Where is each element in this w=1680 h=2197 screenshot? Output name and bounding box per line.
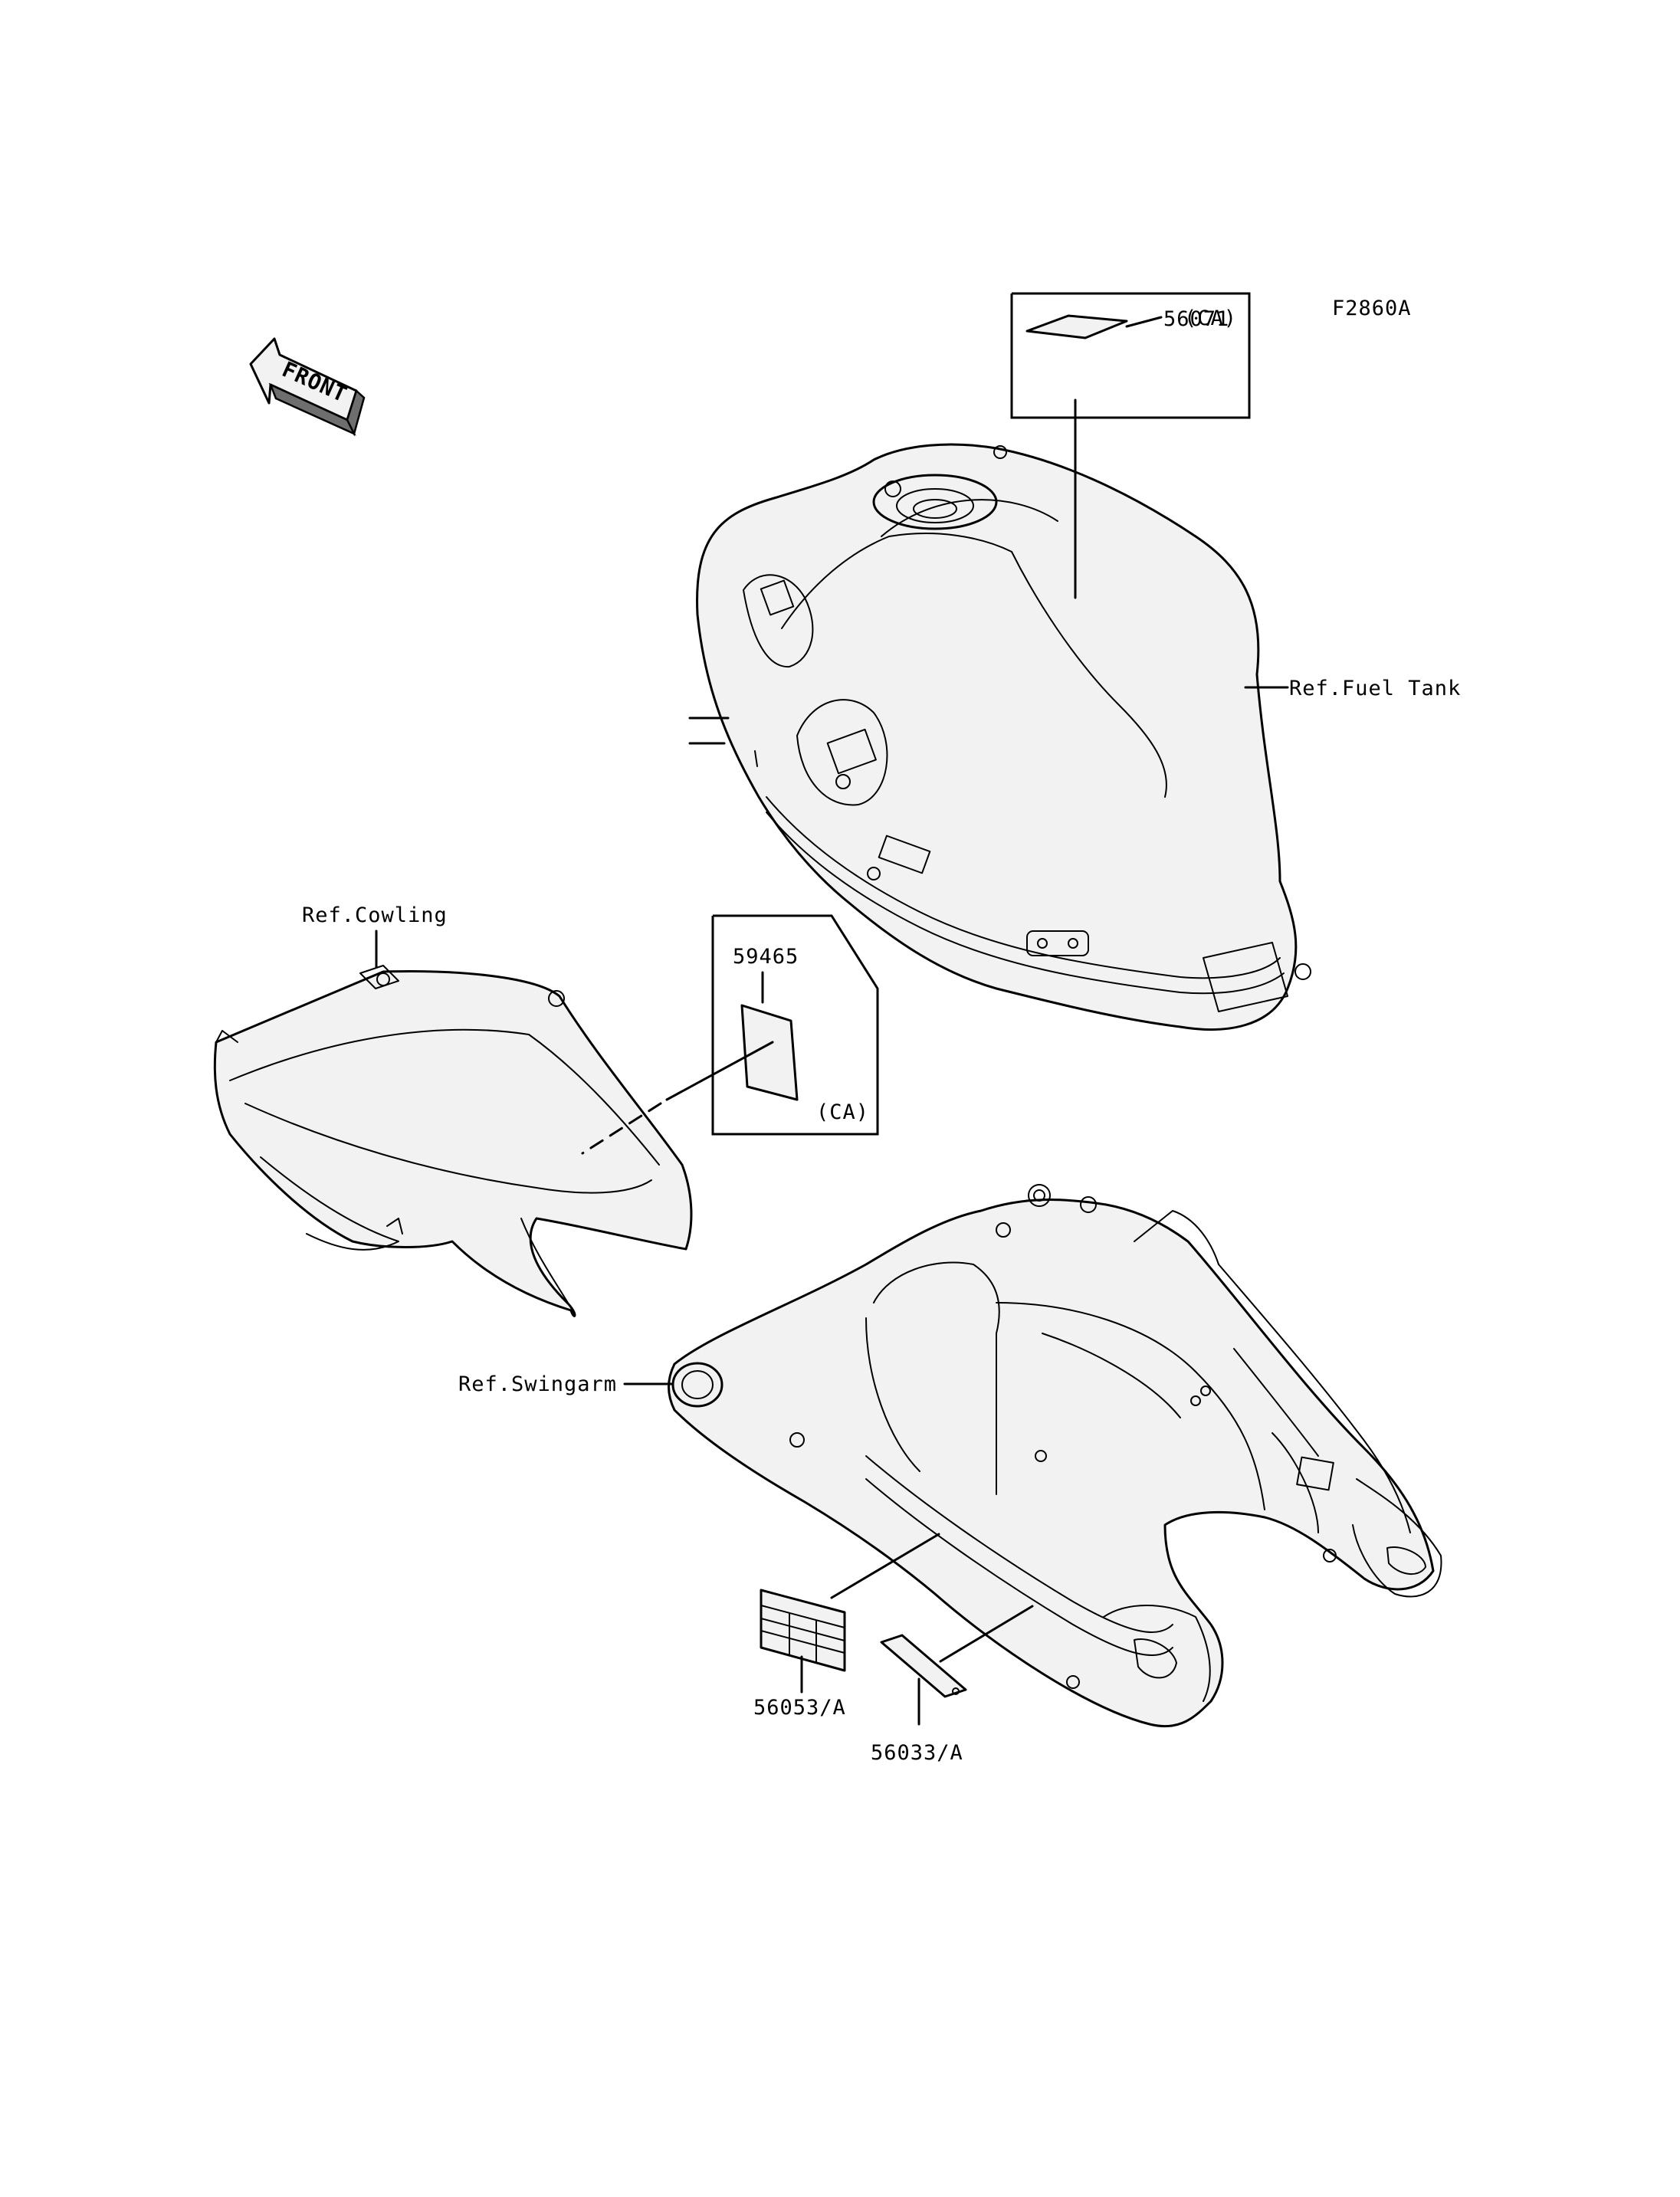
tank-label-callout: (CA) 56071 xyxy=(1010,292,1251,599)
figure-code: F2860A xyxy=(1332,297,1412,320)
front-arrow-icon: FRONT xyxy=(249,337,366,437)
swingarm-drawing xyxy=(668,1184,1442,1728)
swingarm-label-right: 56033/A xyxy=(871,1605,1034,1765)
ref-cowling: Ref.Cowling xyxy=(302,903,448,927)
ref-fuel-tank: Ref.Fuel Tank xyxy=(1289,677,1461,700)
cowling-label-callout: 59465 (CA) xyxy=(581,914,879,1155)
swingarm-label-right-part-number: 56033/A xyxy=(871,1741,963,1765)
tank-label-part-number: 56071 xyxy=(1163,307,1229,331)
cowling-drawing xyxy=(213,965,693,1317)
swingarm-label-left-part-number: 56053/A xyxy=(753,1696,846,1720)
cowling-label-part-number: 59465 xyxy=(733,945,799,969)
cowling-label-tag: (CA) xyxy=(816,1100,869,1124)
swingarm-label-left: 56053/A xyxy=(753,1533,940,1720)
ref-swingarm: Ref.Swingarm xyxy=(458,1372,617,1396)
fuel-tank-drawing xyxy=(688,443,1311,1031)
tank-label-tag: (CA) xyxy=(1184,307,1237,330)
